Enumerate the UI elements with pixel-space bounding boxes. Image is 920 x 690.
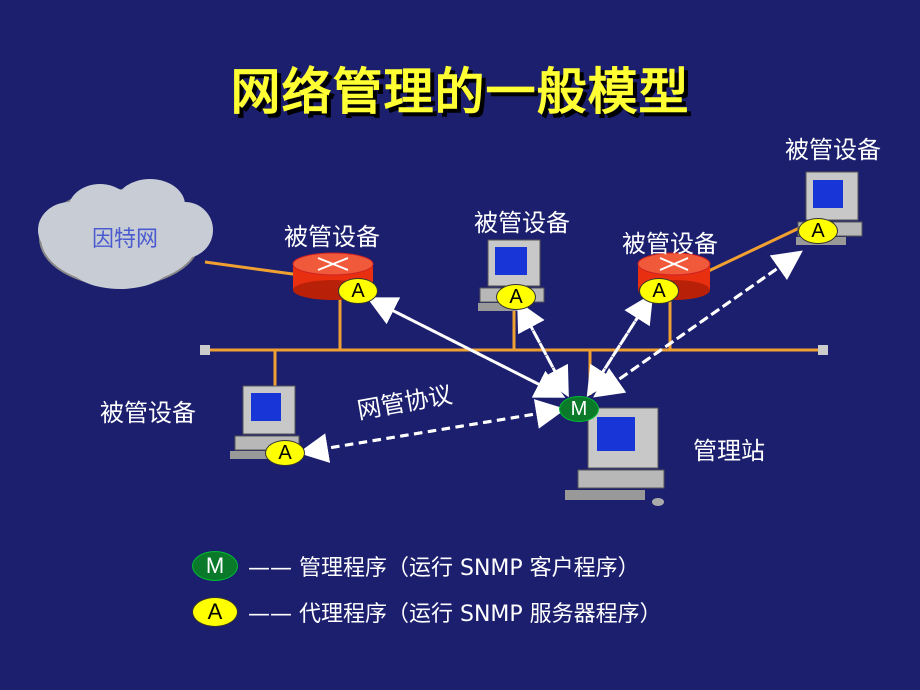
internet-cloud	[38, 179, 213, 289]
legend-agent: A —— 代理程序（运行 SNMP 服务器程序）	[192, 596, 662, 628]
legend-manager-badge: M	[192, 551, 238, 581]
managed-device-label-router-right: 被管设备	[622, 230, 718, 258]
legend-agent-badge: A	[192, 597, 238, 627]
managed-device-label-bottom-left: 被管设备	[100, 399, 196, 427]
managed-device-label-router-left: 被管设备	[284, 223, 380, 251]
manager-badge: M	[559, 396, 599, 422]
legend-agent-text: —— 代理程序（运行 SNMP 服务器程序）	[248, 602, 662, 627]
agent-badge-router-left: A	[338, 278, 378, 304]
computer-manager	[565, 407, 665, 506]
managed-device-label-top-center: 被管设备	[474, 209, 570, 237]
agent-badge-top-right: A	[798, 218, 838, 244]
manager-station-label: 管理站	[693, 437, 765, 465]
agent-badge-bottom-left: A	[265, 440, 305, 466]
managed-device-label-top-right: 被管设备	[785, 136, 881, 164]
legend-manager-text: —— 管理程序（运行 SNMP 客户程序）	[248, 556, 640, 581]
router-left	[292, 252, 374, 300]
page-title: 网络管理的一般模型	[230, 63, 690, 121]
agent-badge-router-right: A	[639, 278, 679, 304]
agent-badge-top-center: A	[496, 284, 536, 310]
computer-bottom-left	[230, 385, 300, 459]
router-right	[637, 252, 711, 300]
legend-manager: M —— 管理程序（运行 SNMP 客户程序）	[192, 550, 640, 582]
protocol-arrows	[298, 250, 803, 463]
internet-label: 因特网	[92, 227, 159, 252]
